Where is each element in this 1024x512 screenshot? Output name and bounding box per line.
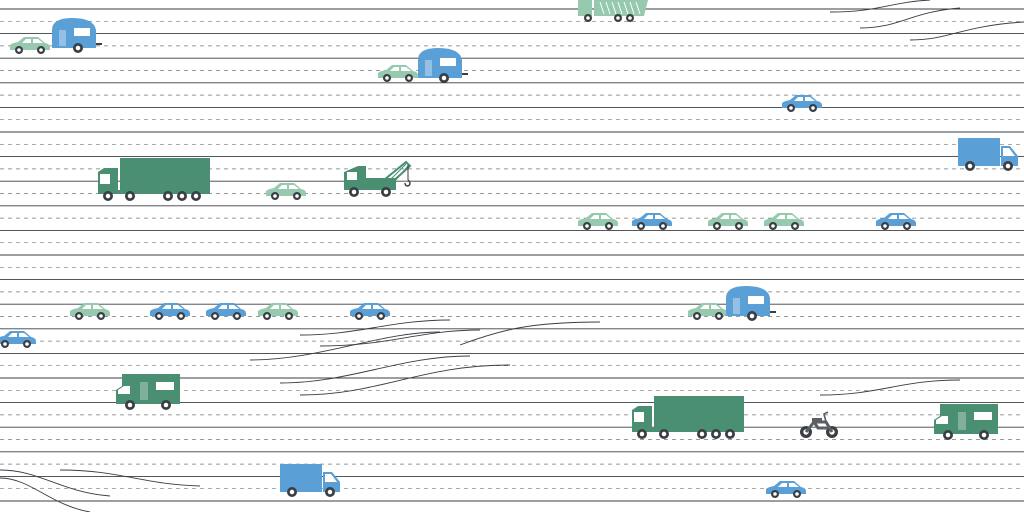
lane-curve: [829, 0, 931, 13]
tow-truck: [344, 160, 412, 197]
car: [350, 303, 390, 320]
lane-curve: [819, 379, 961, 396]
car: [688, 303, 728, 320]
car: [0, 331, 36, 348]
semi-truck: [632, 396, 744, 439]
car: [578, 213, 618, 230]
lane-curve: [319, 329, 481, 347]
lane-curve: [59, 469, 201, 487]
lane-curve: [0, 469, 111, 497]
lane-curve: [0, 477, 91, 512]
box-van: [280, 464, 340, 497]
lane-curve: [459, 321, 601, 346]
lane-curve: [859, 7, 961, 29]
car: [378, 65, 418, 82]
caravan: [52, 18, 102, 53]
car: [766, 481, 806, 498]
car: [150, 303, 190, 320]
car: [70, 303, 110, 320]
dump-truck: [578, 0, 648, 22]
camper-van: [934, 404, 998, 440]
car: [632, 213, 672, 230]
car: [206, 303, 246, 320]
motorcycle: [800, 411, 838, 438]
camper-van: [116, 374, 180, 410]
box-van: [958, 138, 1018, 171]
car: [782, 95, 822, 112]
semi-truck: [98, 158, 210, 201]
lane-curve: [299, 364, 511, 396]
lane-curve: [249, 331, 441, 361]
car: [258, 303, 298, 320]
car: [708, 213, 748, 230]
caravan: [726, 286, 776, 321]
traffic: [0, 0, 1018, 498]
caravan: [418, 48, 468, 83]
car: [876, 213, 916, 230]
lane-curve: [279, 355, 471, 384]
car: [10, 37, 50, 54]
lane-curve: [909, 21, 1024, 41]
car: [764, 213, 804, 230]
lane-curve: [299, 319, 451, 336]
car: [266, 183, 306, 200]
